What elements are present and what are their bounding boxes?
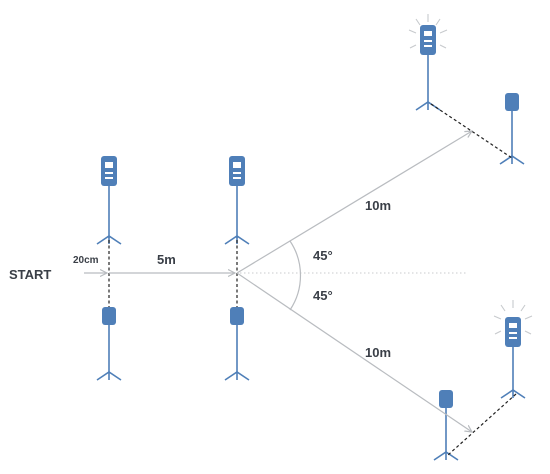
start-gate [96, 156, 122, 381]
split-bottom-sensor [224, 307, 250, 381]
sensor-head-icon [230, 307, 244, 325]
sensor-head-icon [439, 390, 453, 408]
split-top-light [224, 156, 250, 245]
upper-finish-gate [408, 14, 525, 165]
start-top-light [96, 156, 122, 245]
tripod-foot-icon [415, 101, 441, 111]
lower-run-arrow [236, 272, 472, 432]
first-distance-label: 5m [157, 252, 176, 267]
upper-distance-label: 10m [365, 198, 391, 213]
start-bottom-sensor [96, 307, 122, 381]
upper-angle-label: 45° [313, 248, 333, 263]
flash-rays-icon [408, 14, 448, 49]
lower-beam [447, 393, 517, 456]
light-unit-icon [101, 156, 117, 186]
upper-run-arrow [236, 131, 472, 274]
tripod-foot-icon [96, 371, 122, 381]
angle-arc [289, 240, 302, 311]
lower-distance-label: 10m [365, 345, 391, 360]
tripod-foot-icon [500, 389, 526, 399]
light-unit-icon [229, 156, 245, 186]
flash-rays-icon [493, 300, 533, 335]
sensor-head-icon [505, 93, 519, 111]
tripod-foot-icon [499, 155, 525, 165]
tripod-foot-icon [433, 451, 459, 461]
tripod-foot-icon [224, 371, 250, 381]
lower-angle-label: 45° [313, 288, 333, 303]
start-label: START [9, 267, 51, 282]
gap-label: 20cm [73, 255, 99, 266]
lower-finish-gate [433, 300, 533, 461]
split-gate [224, 156, 250, 381]
sensor-head-icon [102, 307, 116, 325]
